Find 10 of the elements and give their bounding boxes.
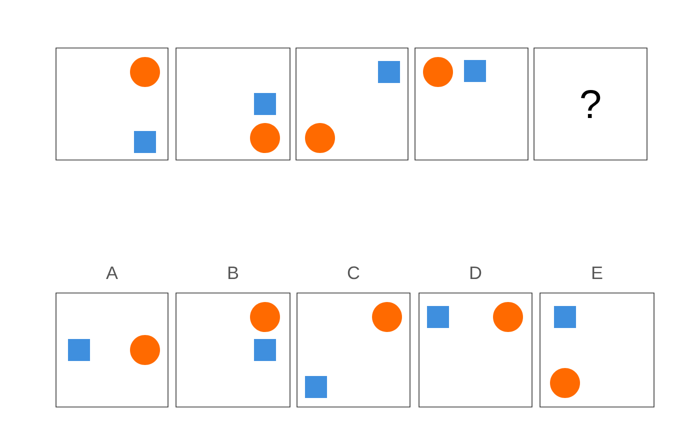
puzzle-box: [296, 48, 408, 160]
puzzle-box: [176, 48, 290, 160]
option-letter: B: [228, 266, 238, 279]
puzzle-box: [414, 48, 528, 160]
option-letter: D: [470, 266, 482, 279]
option-letter: A: [106, 266, 118, 279]
option-letter: E: [592, 266, 602, 279]
puzzle-box: [56, 48, 168, 160]
option-letter: C: [348, 266, 360, 280]
puzzle-box: ?: [534, 48, 648, 160]
